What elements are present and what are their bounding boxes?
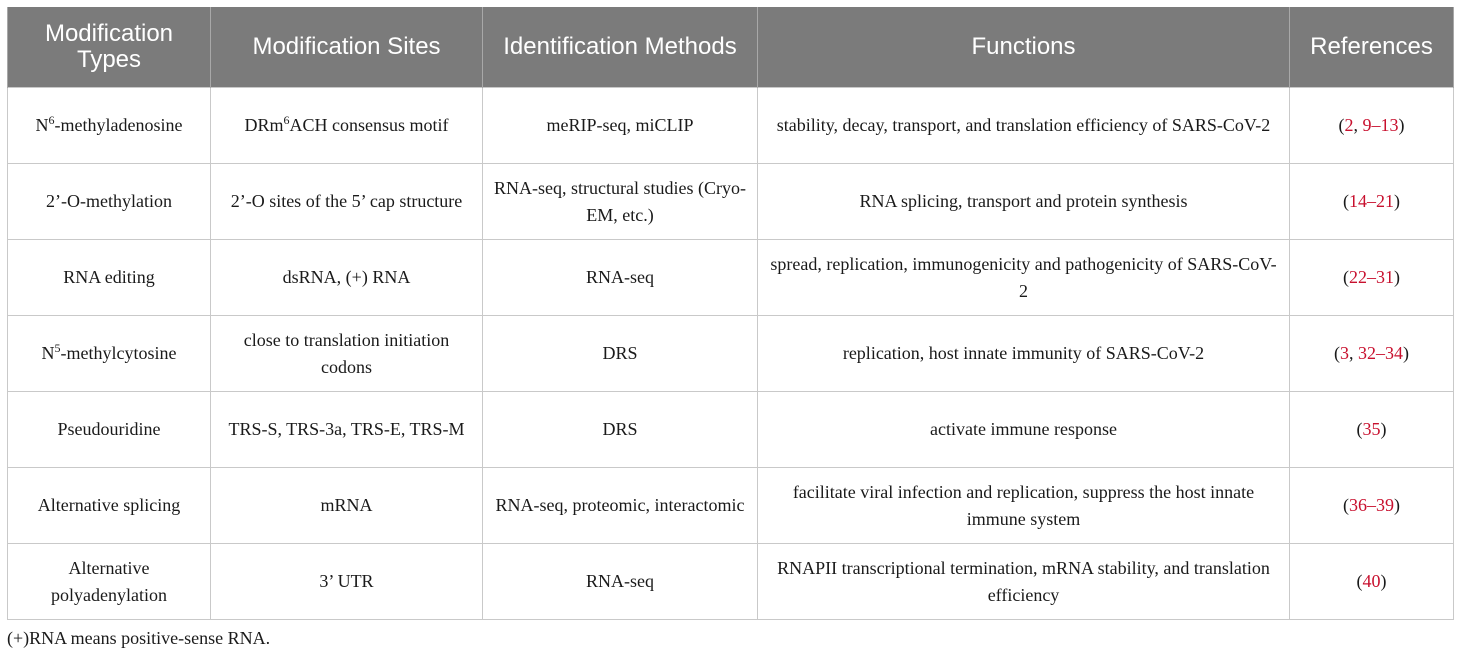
reference-link[interactable]: 35 bbox=[1362, 419, 1381, 439]
cell-functions: spread, replication, immunogenicity and … bbox=[757, 239, 1290, 316]
reference-punctuation: ) bbox=[1380, 419, 1387, 439]
reference-link[interactable]: 32–34 bbox=[1358, 343, 1403, 363]
cell-functions: RNA splicing, transport and protein synt… bbox=[757, 163, 1290, 240]
header-functions: Functions bbox=[757, 7, 1290, 88]
header-modification-sites: Modification Sites bbox=[210, 7, 483, 88]
table-footnote: (+)RNA means positive-sense RNA. bbox=[7, 628, 271, 648]
cell-references: (36–39) bbox=[1289, 467, 1454, 544]
cell-identification-methods: RNA-seq, proteomic, interactomic bbox=[482, 467, 758, 544]
reference-link[interactable]: 36–39 bbox=[1349, 495, 1394, 515]
cell-modification-type: Alternative polyadenylation bbox=[7, 543, 211, 620]
reference-punctuation: ) bbox=[1394, 191, 1400, 211]
rna-modification-table: Modification Types Modification Sites Id… bbox=[7, 7, 1454, 620]
cell-modification-sites: 2’-O sites of the 5’ cap structure bbox=[210, 163, 483, 240]
cell-modification-sites: mRNA bbox=[210, 467, 483, 544]
reference-punctuation: ( bbox=[1343, 191, 1349, 211]
reference-punctuation: ) bbox=[1403, 343, 1409, 363]
header-identification-methods: Identification Methods bbox=[482, 7, 758, 88]
cell-modification-sites: DRm6ACH consensus motif bbox=[210, 87, 483, 164]
reference-link[interactable]: 22–31 bbox=[1349, 267, 1394, 287]
cell-functions: RNAPII transcriptional termination, mRNA… bbox=[757, 543, 1290, 620]
reference-punctuation: ( bbox=[1334, 343, 1340, 363]
reference-link[interactable]: 40 bbox=[1362, 571, 1381, 591]
reference-punctuation: , bbox=[1353, 115, 1363, 135]
reference-punctuation: ( bbox=[1356, 571, 1363, 591]
cell-identification-methods: RNA-seq, structural studies (Cryo-EM, et… bbox=[482, 163, 758, 240]
reference-punctuation: ) bbox=[1380, 571, 1387, 591]
header-references: References bbox=[1289, 7, 1454, 88]
cell-modification-type: Alternative splicing bbox=[7, 467, 211, 544]
cell-modification-sites: close to translation initiation codons bbox=[210, 315, 483, 392]
cell-modification-type: Pseudouridine bbox=[7, 391, 211, 468]
table-container: Modification Types Modification Sites Id… bbox=[7, 7, 1454, 620]
reference-punctuation: ( bbox=[1356, 419, 1363, 439]
table-header-row: Modification Types Modification Sites Id… bbox=[7, 7, 1454, 88]
cell-functions: stability, decay, transport, and transla… bbox=[757, 87, 1290, 164]
cell-references: (3, 32–34) bbox=[1289, 315, 1454, 392]
cell-identification-methods: DRS bbox=[482, 315, 758, 392]
reference-punctuation: ( bbox=[1338, 115, 1345, 135]
header-modification-types: Modification Types bbox=[7, 7, 211, 88]
cell-references: (22–31) bbox=[1289, 239, 1454, 316]
reference-link[interactable]: 2 bbox=[1344, 115, 1354, 135]
reference-punctuation: , bbox=[1349, 343, 1358, 363]
reference-link[interactable]: 9–13 bbox=[1362, 115, 1399, 135]
cell-references: (35) bbox=[1289, 391, 1454, 468]
reference-punctuation: ( bbox=[1343, 495, 1349, 515]
reference-punctuation: ) bbox=[1394, 267, 1400, 287]
cell-modification-type: RNA editing bbox=[7, 239, 211, 316]
reference-punctuation: ( bbox=[1343, 267, 1349, 287]
reference-link[interactable]: 14–21 bbox=[1349, 191, 1394, 211]
cell-modification-sites: TRS-S, TRS-3a, TRS-E, TRS-M bbox=[210, 391, 483, 468]
cell-references: (40) bbox=[1289, 543, 1454, 620]
cell-modification-type: 2’-O-methylation bbox=[7, 163, 211, 240]
cell-modification-sites: dsRNA, (+) RNA bbox=[210, 239, 483, 316]
cell-functions: facilitate viral infection and replicati… bbox=[757, 467, 1290, 544]
cell-modification-type: N5-methylcytosine bbox=[7, 315, 211, 392]
cell-references: (14–21) bbox=[1289, 163, 1454, 240]
reference-link[interactable]: 3 bbox=[1340, 343, 1349, 363]
reference-punctuation: ) bbox=[1394, 495, 1400, 515]
cell-identification-methods: DRS bbox=[482, 391, 758, 468]
cell-identification-methods: meRIP-seq, miCLIP bbox=[482, 87, 758, 164]
cell-functions: activate immune response bbox=[757, 391, 1290, 468]
cell-identification-methods: RNA-seq bbox=[482, 543, 758, 620]
cell-identification-methods: RNA-seq bbox=[482, 239, 758, 316]
reference-punctuation: ) bbox=[1398, 115, 1405, 135]
cell-modification-type: N6-methyladenosine bbox=[7, 87, 211, 164]
cell-functions: replication, host innate immunity of SAR… bbox=[757, 315, 1290, 392]
cell-references: (2, 9–13) bbox=[1289, 87, 1454, 164]
cell-modification-sites: 3’ UTR bbox=[210, 543, 483, 620]
